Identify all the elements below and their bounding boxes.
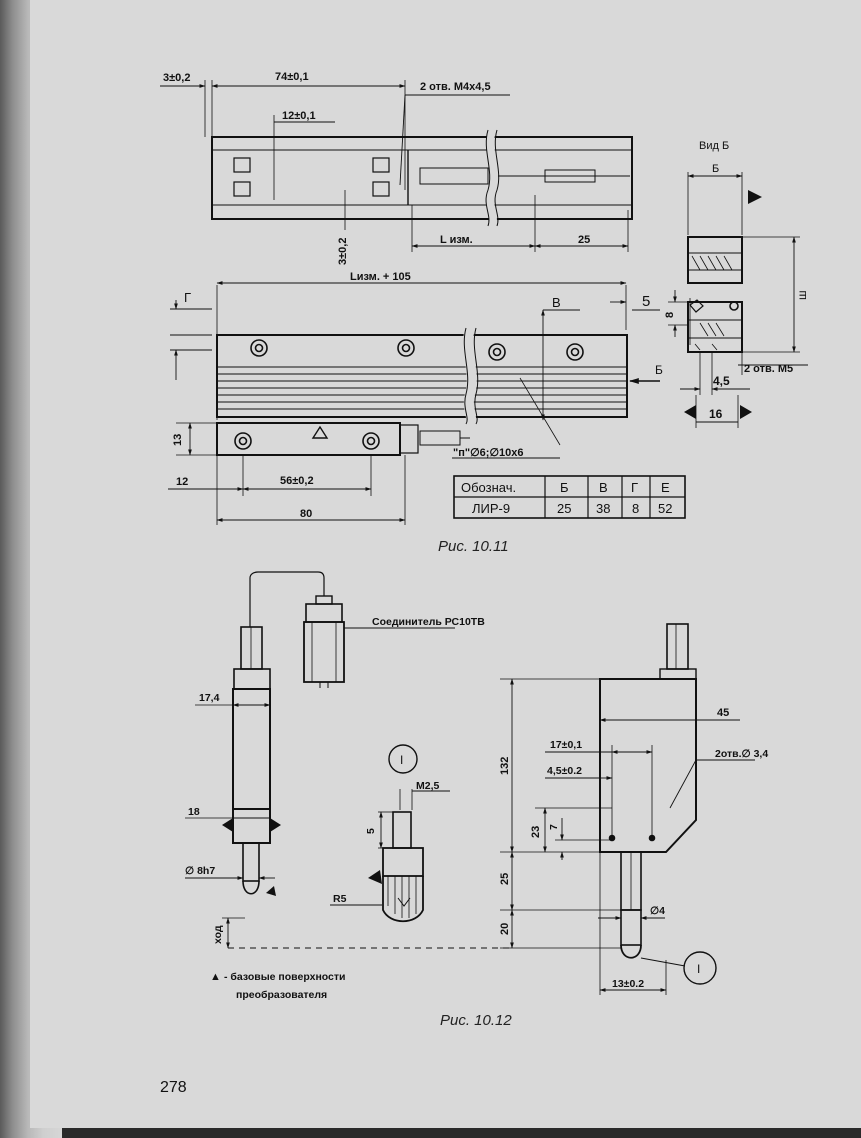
fig1-view-b [668, 172, 808, 428]
fig2-connector [303, 595, 455, 688]
table-header-g: Г [631, 480, 638, 495]
view-b-holes-m5: 2 отв. М5 [744, 363, 793, 375]
dim-d4: ∅4 [650, 905, 665, 917]
book-page [30, 0, 861, 1128]
dim-12: 12±0,1 [282, 110, 316, 122]
legend-line-2: преобразователя [236, 989, 327, 1001]
dim-m2-5: М2,5 [416, 780, 440, 792]
table-header-b: Б [560, 480, 569, 495]
legend-line-1: - базовые поверхности [224, 971, 346, 983]
dim-45: 45 [717, 707, 729, 719]
dim-25: 25 [578, 234, 590, 246]
label-v: В [552, 295, 561, 310]
table-cell-v: 38 [596, 501, 610, 516]
fig1-front-view [170, 281, 660, 446]
view-b-title: Вид Б [699, 140, 729, 152]
table-cell-g: 8 [632, 501, 639, 516]
dim-3-vertical: 3±0,2 [337, 238, 349, 265]
dim-25-fig2: 25 [499, 873, 511, 885]
dim-74: 74±0,1 [275, 71, 309, 83]
label-hod: ход [212, 925, 224, 944]
fig1-labels: 3±0,2 74±0,1 2 отв. М4х4,5 12±0,1 3±0,2 … [163, 71, 809, 520]
fig1-caption: Рис. 10.11 [438, 538, 509, 555]
table-header-v: В [599, 480, 608, 495]
fig2-caption: Рис. 10.12 [440, 1012, 512, 1029]
holes-3-4: 2отв.∅ 3,4 [715, 748, 768, 760]
pipe-label: "п"∅6;∅10х6 [453, 447, 524, 459]
dim-17-0-1: 17±0,1 [550, 739, 582, 751]
table-cell-b: 25 [557, 501, 571, 516]
arrow-b-label: Б [655, 363, 663, 377]
view-b-dim-sh: ш [795, 290, 809, 300]
view-b-dim-8: 8 [664, 312, 676, 318]
dim-4-5-0-2: 4,5±0.2 [547, 765, 582, 777]
table-cell-designation: ЛИР-9 [472, 501, 510, 516]
fig1-reader-head [168, 422, 560, 525]
dim-r5: R5 [333, 893, 347, 905]
dim-3: 3±0,2 [163, 72, 190, 84]
fig2-housing [500, 623, 755, 995]
label-g: Г [184, 290, 191, 305]
dim-l-total: Lизм. + 105 [350, 271, 411, 283]
dim-l-meas: L изм. [440, 234, 473, 246]
dim-132: 132 [499, 757, 511, 775]
dim-23: 23 [530, 826, 542, 838]
dim-20: 20 [499, 923, 511, 935]
page-number: 278 [160, 1079, 187, 1096]
dim-holes-m4: 2 отв. М4х4,5 [420, 81, 491, 93]
dim-17-4: 17,4 [199, 692, 220, 704]
fig2-labels: Соединитель РС10ТВ 17,4 18 ∅ 8h7 ход ▲ -… [185, 616, 768, 1001]
base-surface-markers [222, 190, 762, 896]
dim-18: 18 [188, 806, 200, 818]
dim-5: 5 [642, 293, 650, 310]
designation-table [453, 475, 686, 519]
fig2-detail-tip [330, 744, 450, 923]
dim-13: 13 [172, 434, 184, 446]
dim-80: 80 [300, 508, 312, 520]
legend-triangle: ▲ [210, 971, 221, 983]
fig2-sensor [185, 571, 510, 949]
table-cell-e: 52 [658, 501, 672, 516]
view-b-dim-4-5: 4,5 [713, 374, 730, 388]
designation-table-text: Обознач. Б В Г Е ЛИР-9 25 38 8 52 [461, 480, 672, 516]
table-header-designation: Обознач. [461, 480, 516, 495]
dim-13-0-2: 13±0.2 [612, 978, 644, 990]
table-header-e: Е [661, 480, 670, 495]
detail-label-i: I [400, 753, 403, 767]
dim-5-tip: 5 [365, 828, 377, 834]
fig1-top-view [160, 80, 633, 252]
dim-8h7: ∅ 8h7 [185, 865, 215, 877]
view-b-dim-b: Б [712, 163, 719, 175]
dim-56: 56±0,2 [280, 475, 314, 487]
connector-label: Соединитель РС10ТВ [372, 616, 485, 628]
dim-12-bottom: 12 [176, 476, 188, 488]
dim-7: 7 [548, 824, 560, 830]
view-b-dim-16: 16 [709, 407, 723, 421]
detail-label-i-2: I [697, 962, 700, 976]
